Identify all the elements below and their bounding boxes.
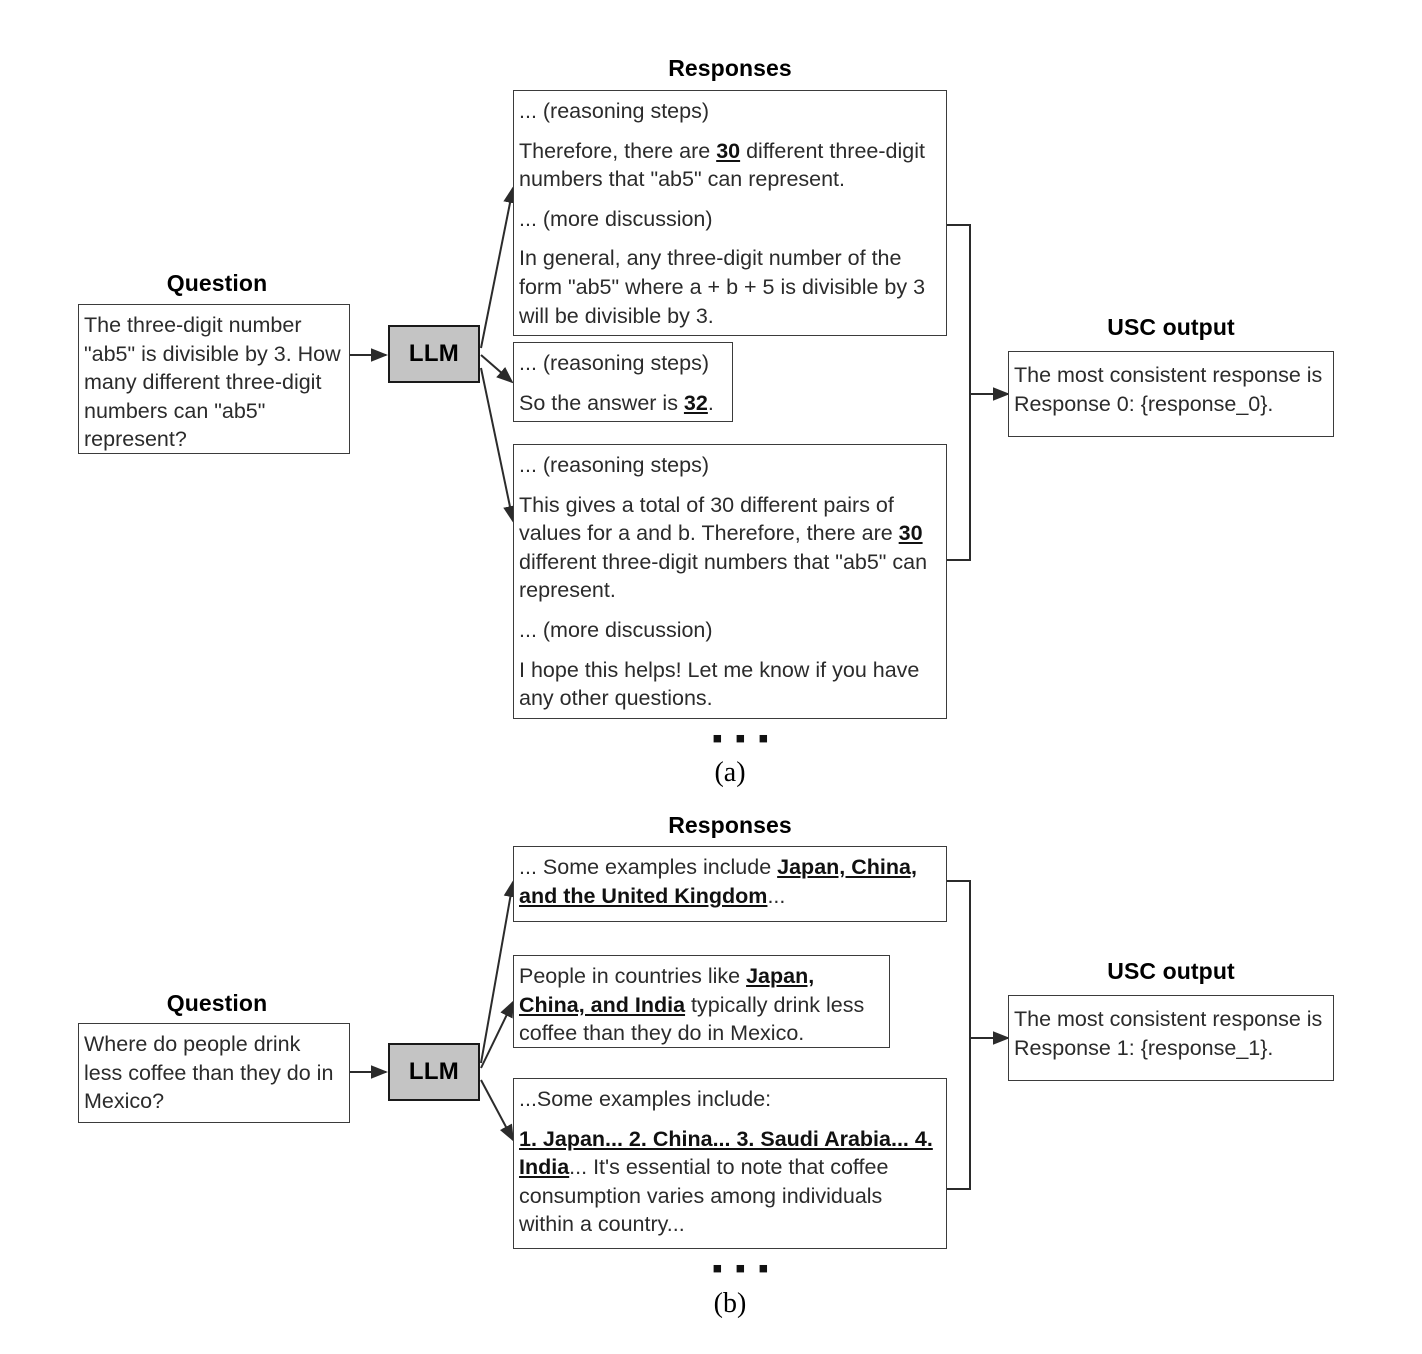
response-line: I hope this helps! Let me know if you ha… <box>519 657 920 711</box>
llm-label-a: LLM <box>408 340 460 367</box>
response-box-a-2: ... (reasoning steps) This gives a total … <box>513 444 947 719</box>
ellipsis-marker-a: ▪ ▪ ▪ <box>712 722 771 755</box>
question-box-a: The three-digit number "ab5" is divisibl… <box>78 304 350 454</box>
arrow-llm-to-response2-b <box>480 1079 514 1142</box>
question-heading-a: Question <box>166 270 268 296</box>
arrow-llm-to-response1-a <box>480 354 514 384</box>
response-line: ... (more discussion) <box>519 617 713 642</box>
usc-output-box-a: The most consistent response is Response… <box>1008 351 1334 437</box>
response-box-b-0: ... Some examples include Japan, China, … <box>513 846 947 922</box>
question-text-a: The three-digit number "ab5" is divisibl… <box>84 313 341 452</box>
arrow-llm-to-response1-b <box>480 1000 514 1069</box>
response-line: People in countries like Japan, China, a… <box>519 964 865 1046</box>
response-line: Therefore, there are 30 different three-… <box>519 138 925 192</box>
response-line: ... Some examples include Japan, China, … <box>519 855 917 908</box>
response-line: ...Some examples include: <box>519 1087 772 1111</box>
panel-caption-a: (a) <box>714 757 746 788</box>
llm-box-a: LLM <box>388 325 480 383</box>
usc-output-text-a: The most consistent response is Response… <box>1014 363 1323 416</box>
question-heading-b: Question <box>166 990 268 1016</box>
question-text-b: Where do people drink less coffee than t… <box>84 1032 334 1114</box>
llm-box-b: LLM <box>388 1043 480 1101</box>
response-box-b-2: ...Some examples include: 1. Japan... 2. … <box>513 1078 947 1249</box>
usc-output-text-b: The most consistent response is Response… <box>1014 1007 1323 1060</box>
bracket-responses-a <box>947 224 971 561</box>
llm-label-b: LLM <box>408 1058 460 1085</box>
ellipsis-marker-b: ▪ ▪ ▪ <box>712 1252 771 1285</box>
response-line: 1. Japan... 2. China... 3. Saudi Arabia.… <box>519 1126 933 1237</box>
response-line: In general, any three-digit number of th… <box>519 246 926 328</box>
highlight-answer: 1. Japan... 2. China... 3. Saudi Arabia.… <box>519 1126 933 1180</box>
arrow-llm-to-response0-b <box>480 880 518 1064</box>
response-box-b-1: People in countries like Japan, China, a… <box>513 955 890 1048</box>
response-line: ... (reasoning steps) <box>519 99 710 123</box>
response-line: This gives a total of 30 different pairs… <box>519 492 928 603</box>
highlight-answer: 30 <box>716 138 741 163</box>
response-box-a-1: ... (reasoning steps) So the answer is 32… <box>513 342 733 422</box>
response-box-a-0: ... (reasoning steps) Therefore, there ar… <box>513 90 947 336</box>
highlight-answer: Japan, China, and India <box>519 964 815 1017</box>
response-line: ... (reasoning steps) <box>519 351 710 375</box>
responses-heading-b: Responses <box>668 812 792 838</box>
panel-caption-b: (b) <box>713 1288 747 1319</box>
usc-heading-b: USC output <box>1107 958 1235 984</box>
response-line: ... (more discussion) <box>519 206 713 231</box>
highlight-answer: 32 <box>683 390 708 415</box>
arrow-llm-to-response2-a <box>480 367 517 523</box>
arrow-llm-to-response0-a <box>480 186 517 349</box>
bracket-responses-b <box>947 880 971 1190</box>
response-line: So the answer is 32. <box>519 390 714 415</box>
highlight-answer: Japan, China, and the United Kingdom <box>519 855 917 908</box>
question-box-b: Where do people drink less coffee than t… <box>78 1023 350 1123</box>
responses-heading-a: Responses <box>668 55 792 81</box>
highlight-answer: 30 <box>898 521 923 546</box>
usc-heading-a: USC output <box>1107 314 1235 340</box>
response-line: ... (reasoning steps) <box>519 453 710 477</box>
usc-output-box-b: The most consistent response is Response… <box>1008 995 1334 1081</box>
